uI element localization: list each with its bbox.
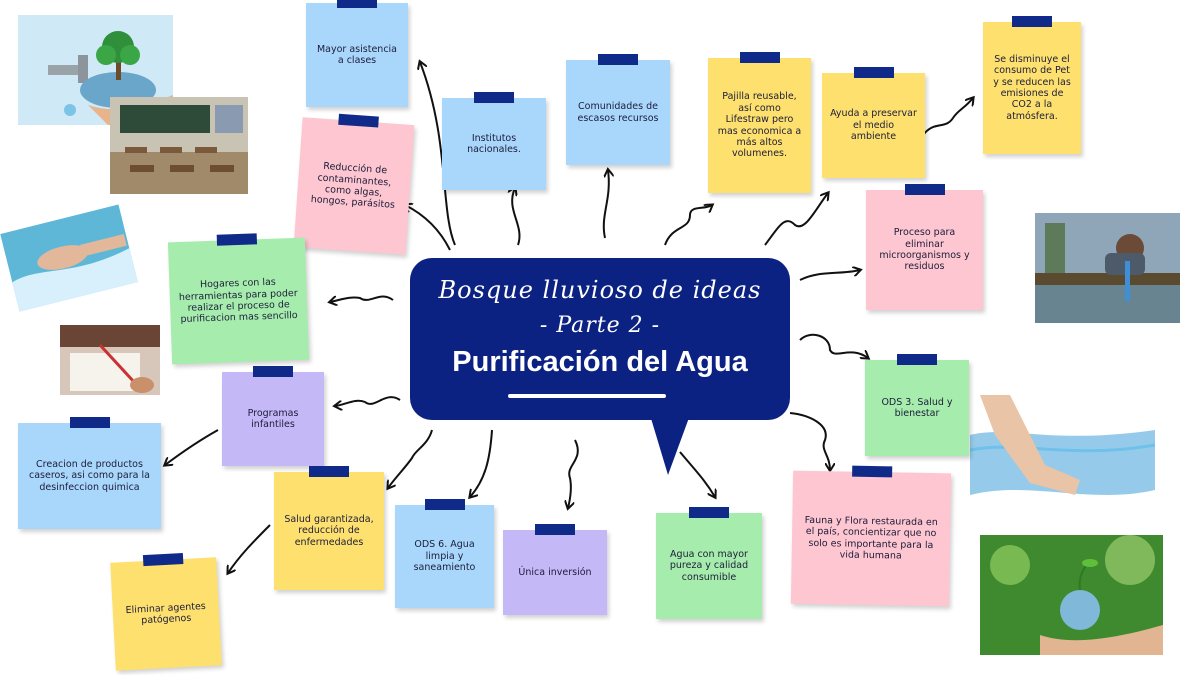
arrow-to-ods6 xyxy=(470,429,493,497)
tape xyxy=(739,52,780,63)
tape xyxy=(424,499,465,510)
note-reduccion: Reducción de contaminantes, como algas, … xyxy=(293,113,415,255)
arrow-to-preservar xyxy=(764,193,828,246)
writing-photo xyxy=(60,325,160,395)
arrow-to-programas xyxy=(335,396,401,406)
note-text: Reducción de contaminantes, como algas, … xyxy=(310,161,396,212)
arrow-to-reduccion xyxy=(405,205,451,251)
arrow-to-proceso xyxy=(799,270,860,281)
tape xyxy=(897,354,937,365)
tape xyxy=(852,465,893,478)
note-preservar: Ayuda a preservar el medio ambiente xyxy=(822,67,925,178)
tape xyxy=(1012,16,1052,27)
water-hand-photo xyxy=(970,395,1155,510)
lifestraw-photo xyxy=(1035,213,1180,323)
note-agua-mayor: Agua con mayor pureza y calidad consumib… xyxy=(656,507,762,619)
arrow-to-salud xyxy=(388,429,433,488)
note-text: Eliminar agentes patógenos xyxy=(125,600,207,627)
note-text: Fauna y Flora restaurada en el país, con… xyxy=(804,514,938,562)
title-underline xyxy=(508,394,666,398)
note-text: Pajilla reusable, así como Lifestraw per… xyxy=(717,91,802,160)
tape xyxy=(69,417,110,428)
script-title-line1: Bosque lluvioso de ideas xyxy=(438,276,762,304)
note-comunidades: Comunidades de escasos recursos xyxy=(566,54,670,165)
tape xyxy=(309,466,349,477)
note-ods3: ODS 3. Salud y bienestar xyxy=(865,354,969,456)
note-eliminar: Eliminar agentes patógenos xyxy=(110,553,222,671)
arrow-to-institutos-2 xyxy=(512,188,521,246)
note-pajilla: Pajilla reusable, así como Lifestraw per… xyxy=(708,52,811,193)
note-text: Institutos nacionales. xyxy=(467,132,521,155)
tape xyxy=(142,553,184,567)
note-creacion: Creacion de productos caseros, asi como … xyxy=(18,417,161,529)
tape xyxy=(474,92,514,103)
note-text: Comunidades de escasos recursos xyxy=(577,101,659,124)
tape xyxy=(904,184,945,195)
classroom-photo xyxy=(110,97,248,194)
tape xyxy=(338,113,379,128)
note-text: Mayor asistencia a clases xyxy=(316,43,397,66)
script-title-line2: - Parte 2 - xyxy=(539,313,661,338)
tape xyxy=(216,233,257,246)
arrow-to-creacion xyxy=(165,429,219,465)
note-text: Única inversión xyxy=(518,566,592,578)
arrow-to-pet xyxy=(922,98,973,136)
note-text: Se disminuye el consumo de Pet y se redu… xyxy=(993,53,1071,122)
arrow-to-hogares xyxy=(330,295,394,302)
arrow-to-eliminar xyxy=(228,524,271,573)
note-institutos: Institutos nacionales. xyxy=(442,92,546,190)
tape xyxy=(337,0,377,8)
arrow-to-fauna xyxy=(789,412,830,470)
note-text: ODS 3. Salud y bienestar xyxy=(881,396,953,419)
arrow-to-comunidades xyxy=(602,170,609,239)
note-fauna: Fauna y Flora restaurada en el país, con… xyxy=(790,465,952,607)
note-text: Proceso para eliminar microorganismos y … xyxy=(879,227,970,273)
tape xyxy=(598,54,638,65)
arrow-to-unica xyxy=(568,439,579,508)
arrow-to-ods3 xyxy=(799,333,868,358)
note-salud: Salud garantizada, reducción de enfermed… xyxy=(274,466,384,590)
globe-photo xyxy=(980,535,1163,655)
tape xyxy=(253,366,293,377)
note-programas: Programas infantiles xyxy=(222,366,324,466)
main-title: Purificación del Agua xyxy=(452,346,748,378)
note-text: Hogares con las herramientas para poder … xyxy=(178,276,298,326)
note-text: Salud garantizada, reducción de enfermed… xyxy=(284,513,374,548)
tape xyxy=(853,67,894,78)
note-text: Ayuda a preservar el medio ambiente xyxy=(830,108,917,143)
note-text: Programas infantiles xyxy=(247,407,299,430)
bubble-tail xyxy=(650,415,690,475)
tape xyxy=(689,507,729,518)
note-mayor-asistencia: Mayor asistencia a clases xyxy=(306,0,408,107)
tape xyxy=(535,524,575,535)
note-text: Agua con mayor pureza y calidad consumib… xyxy=(669,548,749,583)
note-ods6: ODS 6. Agua limpia y saneamiento xyxy=(395,499,494,608)
note-text: ODS 6. Agua limpia y saneamiento xyxy=(413,539,476,574)
note-text: Creacion de productos caseros, asi como … xyxy=(29,458,150,493)
arrow-to-pajilla xyxy=(664,205,712,246)
note-proceso: Proceso para eliminar microorganismos y … xyxy=(866,184,983,310)
note-pet: Se disminuye el consumo de Pet y se redu… xyxy=(983,16,1081,154)
note-unica: Única inversión xyxy=(503,524,607,615)
hands-water-photo xyxy=(0,204,138,312)
center-bubble: Bosque lluvioso de ideas - Parte 2 - Pur… xyxy=(410,258,790,420)
note-hogares: Hogares con las herramientas para poder … xyxy=(167,233,310,365)
